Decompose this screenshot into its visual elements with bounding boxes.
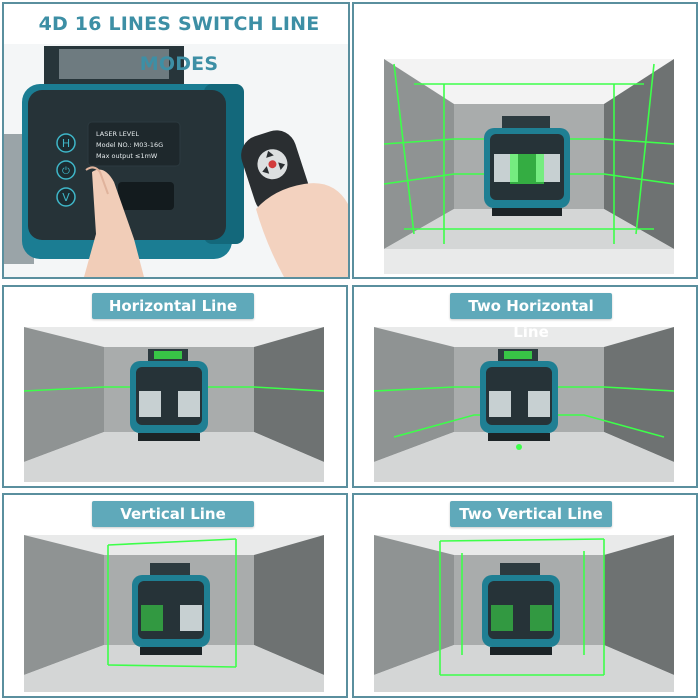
laser-level-device	[480, 349, 558, 450]
panel-two-horizontal-line: Two Horizontal Line	[352, 285, 698, 488]
v-icon: V	[62, 191, 70, 204]
control-closeup-illustration: LASER LEVEL Model NO.: M03-16G Max outpu…	[4, 4, 348, 277]
panel-all-lines	[352, 2, 698, 279]
panel-control-closeup: LASER LEVEL Model NO.: M03-16G Max outpu…	[2, 2, 350, 279]
laser-level-device	[484, 116, 570, 216]
two-horizontal-line-room-illustration	[354, 287, 696, 486]
panel-horizontal-line: Horizontal Line	[2, 285, 348, 488]
power-button[interactable]: ⏻	[56, 160, 76, 180]
mode-label-horizontal: Horizontal Line	[92, 293, 254, 319]
vertical-line-room-illustration	[4, 495, 346, 696]
device-label-plate	[87, 121, 181, 167]
battery-slot	[118, 182, 174, 210]
all-lines-room-illustration	[354, 4, 696, 277]
panel-two-vertical-line: Two Vertical Line	[352, 493, 698, 698]
laser-level-device	[130, 349, 208, 441]
mode-label-two-horizontal: Two Horizontal Line	[450, 293, 612, 341]
device-label-line3: Max output ≤1mW	[96, 152, 158, 160]
h-icon: H	[62, 137, 70, 150]
power-icon: ⏻	[62, 166, 70, 177]
laser-level-device	[482, 563, 560, 655]
h-button[interactable]: H	[56, 133, 76, 153]
v-button[interactable]: V	[56, 187, 76, 207]
two-vertical-line-room-illustration	[354, 495, 696, 696]
hand-holding-remote	[256, 183, 348, 277]
mode-label-vertical: Vertical Line	[92, 501, 254, 527]
two-vertical-laser-lines	[439, 538, 605, 676]
mode-label-two-vertical: Two Vertical Line	[450, 501, 612, 527]
device-label-line1: LASER LEVEL	[96, 130, 139, 138]
remote-red-button-icon	[268, 160, 277, 169]
finger-hand	[84, 169, 144, 277]
panel-vertical-line: Vertical Line	[2, 493, 348, 698]
laser-level-device	[132, 563, 210, 655]
page-title: 4D 16 LINES SWITCH LINE MODES	[4, 4, 348, 75]
vertical-laser-lines	[107, 538, 237, 668]
horizontal-line-room-illustration	[4, 287, 346, 486]
device-label-line2: Model NO.: M03-16G	[96, 141, 163, 149]
